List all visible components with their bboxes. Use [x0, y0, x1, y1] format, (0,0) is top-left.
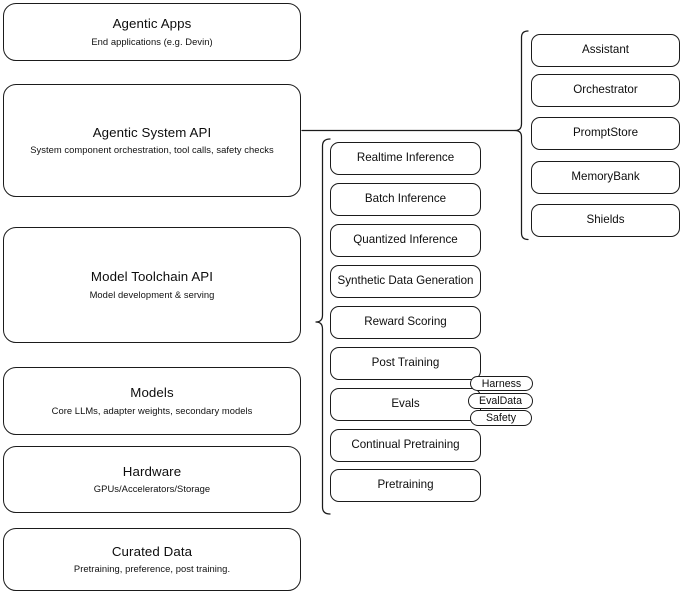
stack-layer-model-toolchain-api[interactable]: Model Toolchain API Model development & … — [3, 227, 301, 343]
capability-label: Synthetic Data Generation — [337, 274, 474, 288]
system-component-label: PromptStore — [572, 126, 639, 140]
capability-quantized-inference[interactable]: Quantized Inference — [330, 224, 481, 257]
eval-subcomponent-harness[interactable]: Harness — [470, 376, 533, 391]
capability-label: Realtime Inference — [356, 151, 455, 165]
capability-batch-inference[interactable]: Batch Inference — [330, 183, 481, 216]
pill-label: Safety — [485, 412, 517, 424]
capability-evals[interactable]: Evals — [330, 388, 481, 421]
capability-continual-pretraining[interactable]: Continual Pretraining — [330, 429, 481, 462]
capability-post-training[interactable]: Post Training — [330, 347, 481, 380]
stack-layer-title: Curated Data — [111, 543, 193, 559]
stack-layer-agentic-system-api[interactable]: Agentic System API System component orch… — [3, 84, 301, 197]
system-component-assistant[interactable]: Assistant — [531, 34, 680, 67]
bracket-toolchain-capabilities — [315, 138, 331, 515]
stack-layer-subtitle: GPUs/Accelerators/Storage — [93, 483, 211, 495]
pill-label: EvalData — [479, 395, 522, 407]
pill-label: Harness — [481, 377, 522, 390]
system-component-promptstore[interactable]: PromptStore — [531, 117, 680, 150]
capability-label: Quantized Inference — [353, 233, 458, 247]
stack-layer-subtitle: Model development & serving — [89, 288, 215, 300]
capability-label: Pretraining — [377, 478, 434, 492]
stack-layer-title: Agentic Apps — [112, 16, 192, 32]
stack-layer-subtitle: End applications (e.g. Devin) — [91, 35, 213, 47]
capability-label: Batch Inference — [364, 192, 447, 206]
system-component-shields[interactable]: Shields — [531, 204, 680, 237]
capability-synthetic-data-generation[interactable]: Synthetic Data Generation — [330, 265, 481, 298]
system-component-label: Shields — [586, 213, 625, 227]
system-component-memorybank[interactable]: MemoryBank — [531, 161, 680, 194]
eval-subcomponent-evaldata[interactable]: EvalData — [468, 393, 533, 409]
eval-subcomponent-safety[interactable]: Safety — [470, 410, 532, 426]
system-component-orchestrator[interactable]: Orchestrator — [531, 74, 680, 107]
capability-label: Evals — [391, 397, 420, 411]
stack-layer-hardware[interactable]: Hardware GPUs/Accelerators/Storage — [3, 446, 301, 513]
stack-layer-models[interactable]: Models Core LLMs, adapter weights, secon… — [3, 367, 301, 435]
capability-label: Post Training — [371, 356, 440, 370]
stack-layer-subtitle: Pretraining, preference, post training. — [73, 563, 231, 575]
capability-realtime-inference[interactable]: Realtime Inference — [330, 142, 481, 175]
system-component-label: MemoryBank — [571, 170, 640, 184]
stack-layer-curated-data[interactable]: Curated Data Pretraining, preference, po… — [3, 528, 301, 591]
capability-pretraining[interactable]: Pretraining — [330, 469, 481, 502]
stack-layer-title: Model Toolchain API — [90, 269, 214, 285]
system-component-label: Orchestrator — [573, 83, 638, 97]
capability-label: Reward Scoring — [364, 315, 447, 329]
capability-label: Continual Pretraining — [351, 438, 460, 452]
stack-layer-title: Models — [130, 385, 174, 401]
stack-layer-agentic-apps[interactable]: Agentic Apps End applications (e.g. Devi… — [3, 3, 301, 61]
capability-reward-scoring[interactable]: Reward Scoring — [330, 306, 481, 339]
bracket-system-components — [514, 30, 529, 241]
stack-layer-title: Hardware — [122, 463, 182, 479]
stack-layer-subtitle: System component orchestration, tool cal… — [30, 144, 274, 156]
stack-layer-title: Agentic System API — [92, 124, 212, 140]
system-component-label: Assistant — [581, 43, 630, 57]
stack-layer-subtitle: Core LLMs, adapter weights, secondary mo… — [51, 404, 253, 416]
